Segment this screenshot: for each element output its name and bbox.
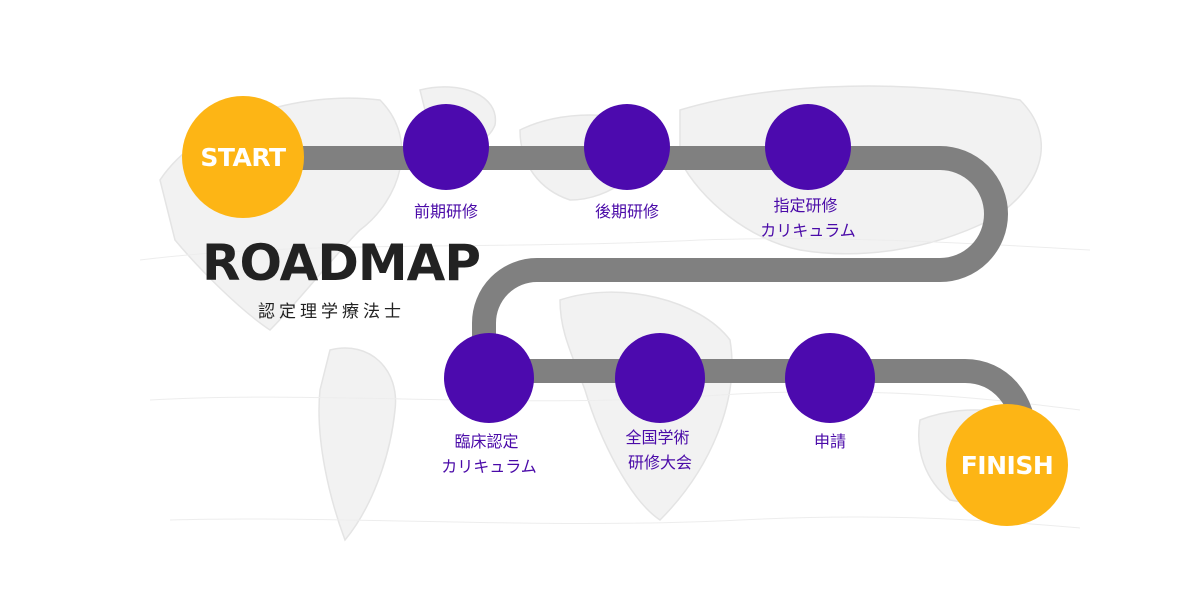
map-south-america <box>318 347 397 542</box>
roadmap-title: ROADMAP <box>202 234 480 292</box>
step-circle-6 <box>785 333 875 423</box>
start-label: START <box>200 143 286 172</box>
step-label-2: 後期研修 <box>595 202 659 221</box>
step-circle-4 <box>444 333 534 423</box>
step-label-5: 全国学術 研修大会 <box>625 428 694 472</box>
step-labels: 前期研修 後期研修 指定研修 カリキュラム 臨床認定 カリキュラム 全国学術 研… <box>414 196 856 476</box>
step-label-6: 申請 <box>814 432 846 451</box>
roadmap-road <box>300 146 1037 465</box>
step-label-6-line-1: 申請 <box>814 432 846 451</box>
step-label-3: 指定研修 カリキュラム <box>760 196 856 240</box>
roadmap-subtitle: 認定理学療法士 <box>258 302 405 322</box>
map-contour-line <box>169 516 1081 529</box>
step-label-4-line-2: カリキュラム <box>441 457 537 476</box>
finish-circle <box>946 404 1068 526</box>
step-label-5-line-2: 研修大会 <box>628 453 692 472</box>
step-circle-1 <box>403 104 489 190</box>
step-label-4-line-1: 臨床認定 <box>454 432 518 451</box>
step-label-1-line-1: 前期研修 <box>414 202 478 221</box>
step-label-3-line-2: カリキュラム <box>760 221 856 240</box>
step-label-1: 前期研修 <box>414 202 478 221</box>
step-label-5-line-1: 全国学術 <box>625 428 689 447</box>
step-circle-2 <box>584 104 670 190</box>
finish-label: FINISH <box>961 451 1054 480</box>
step-label-4: 臨床認定 カリキュラム <box>441 432 537 476</box>
step-label-3-line-1: 指定研修 <box>773 196 837 215</box>
step-circle-3 <box>765 104 851 190</box>
step-circle-5 <box>615 333 705 423</box>
start-circle <box>182 96 304 218</box>
step-label-2-line-1: 後期研修 <box>595 202 659 221</box>
step-circles <box>403 104 875 423</box>
